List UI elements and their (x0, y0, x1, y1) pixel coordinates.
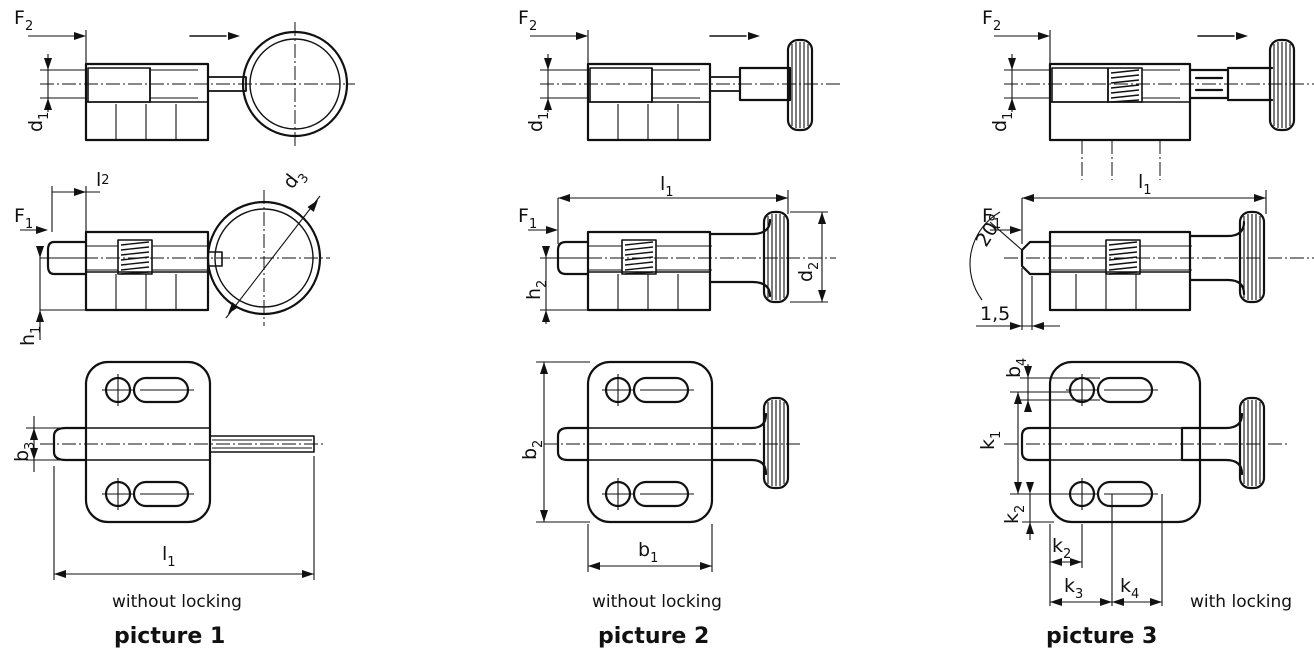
picture-2-drawing (528, 30, 840, 572)
p1-label-d3: d3 (279, 164, 313, 197)
p2-label-l1: l1 (660, 173, 674, 200)
p2-top-view (540, 38, 840, 142)
p1-label-l2: l2 (96, 169, 110, 191)
p2-label-b2: b2 (519, 440, 546, 460)
p1-label-b3: b3 (11, 442, 38, 462)
p2-label-f2: F2 (518, 7, 537, 34)
p3-label-f2: F2 (982, 7, 1001, 34)
picture-3-caption: with locking (1190, 592, 1293, 612)
p3-label-l1: l1 (1138, 171, 1152, 198)
p2-label-d1: d1 (525, 112, 552, 132)
p3-label-k1: k1 (977, 431, 1004, 450)
p2-label-h2: h2 (523, 280, 550, 300)
p1-bottom-view (40, 360, 326, 524)
picture-1-title: picture 1 (114, 624, 226, 649)
p2-label-b1: b1 (638, 539, 658, 566)
p1-label-f2: F2 (14, 7, 33, 34)
picture-3-title: picture 3 (1046, 624, 1158, 649)
p2-middle-view (544, 210, 836, 312)
p3-label-k3: k3 (1064, 575, 1083, 602)
p3-label-k4: k4 (1120, 575, 1139, 602)
p2-label-f1: F1 (518, 205, 537, 232)
p3-bottom-view (1004, 360, 1290, 524)
picture-1-drawing (20, 22, 355, 580)
p3-label-b4: b4 (1003, 358, 1030, 378)
p2-label-d2: d2 (795, 262, 822, 282)
p1-label-l1: l1 (162, 543, 176, 570)
picture-3-drawing (969, 30, 1314, 606)
picture-2-title: picture 2 (598, 624, 710, 649)
p3-label-chamfer: 1,5 (980, 303, 1010, 325)
p1-label-d1: d1 (25, 112, 52, 132)
p3-label-angle: 20° (972, 210, 1009, 250)
p3-label-k2: k2 (1052, 535, 1071, 562)
picture-1-caption: without locking (112, 592, 242, 612)
p3-label-d1: d1 (989, 112, 1016, 132)
p3-label-k2-vertical: k2 (1001, 505, 1028, 524)
picture-2-caption: without locking (592, 592, 722, 612)
p1-label-f1: F1 (14, 205, 33, 232)
p1-label-h1: h1 (17, 326, 44, 346)
p1-middle-view (40, 190, 330, 326)
p3-middle-view (1004, 210, 1314, 312)
p1-top-view (40, 22, 355, 146)
p2-bottom-view (544, 360, 800, 524)
p3-label-f1: F1 (982, 205, 1001, 232)
